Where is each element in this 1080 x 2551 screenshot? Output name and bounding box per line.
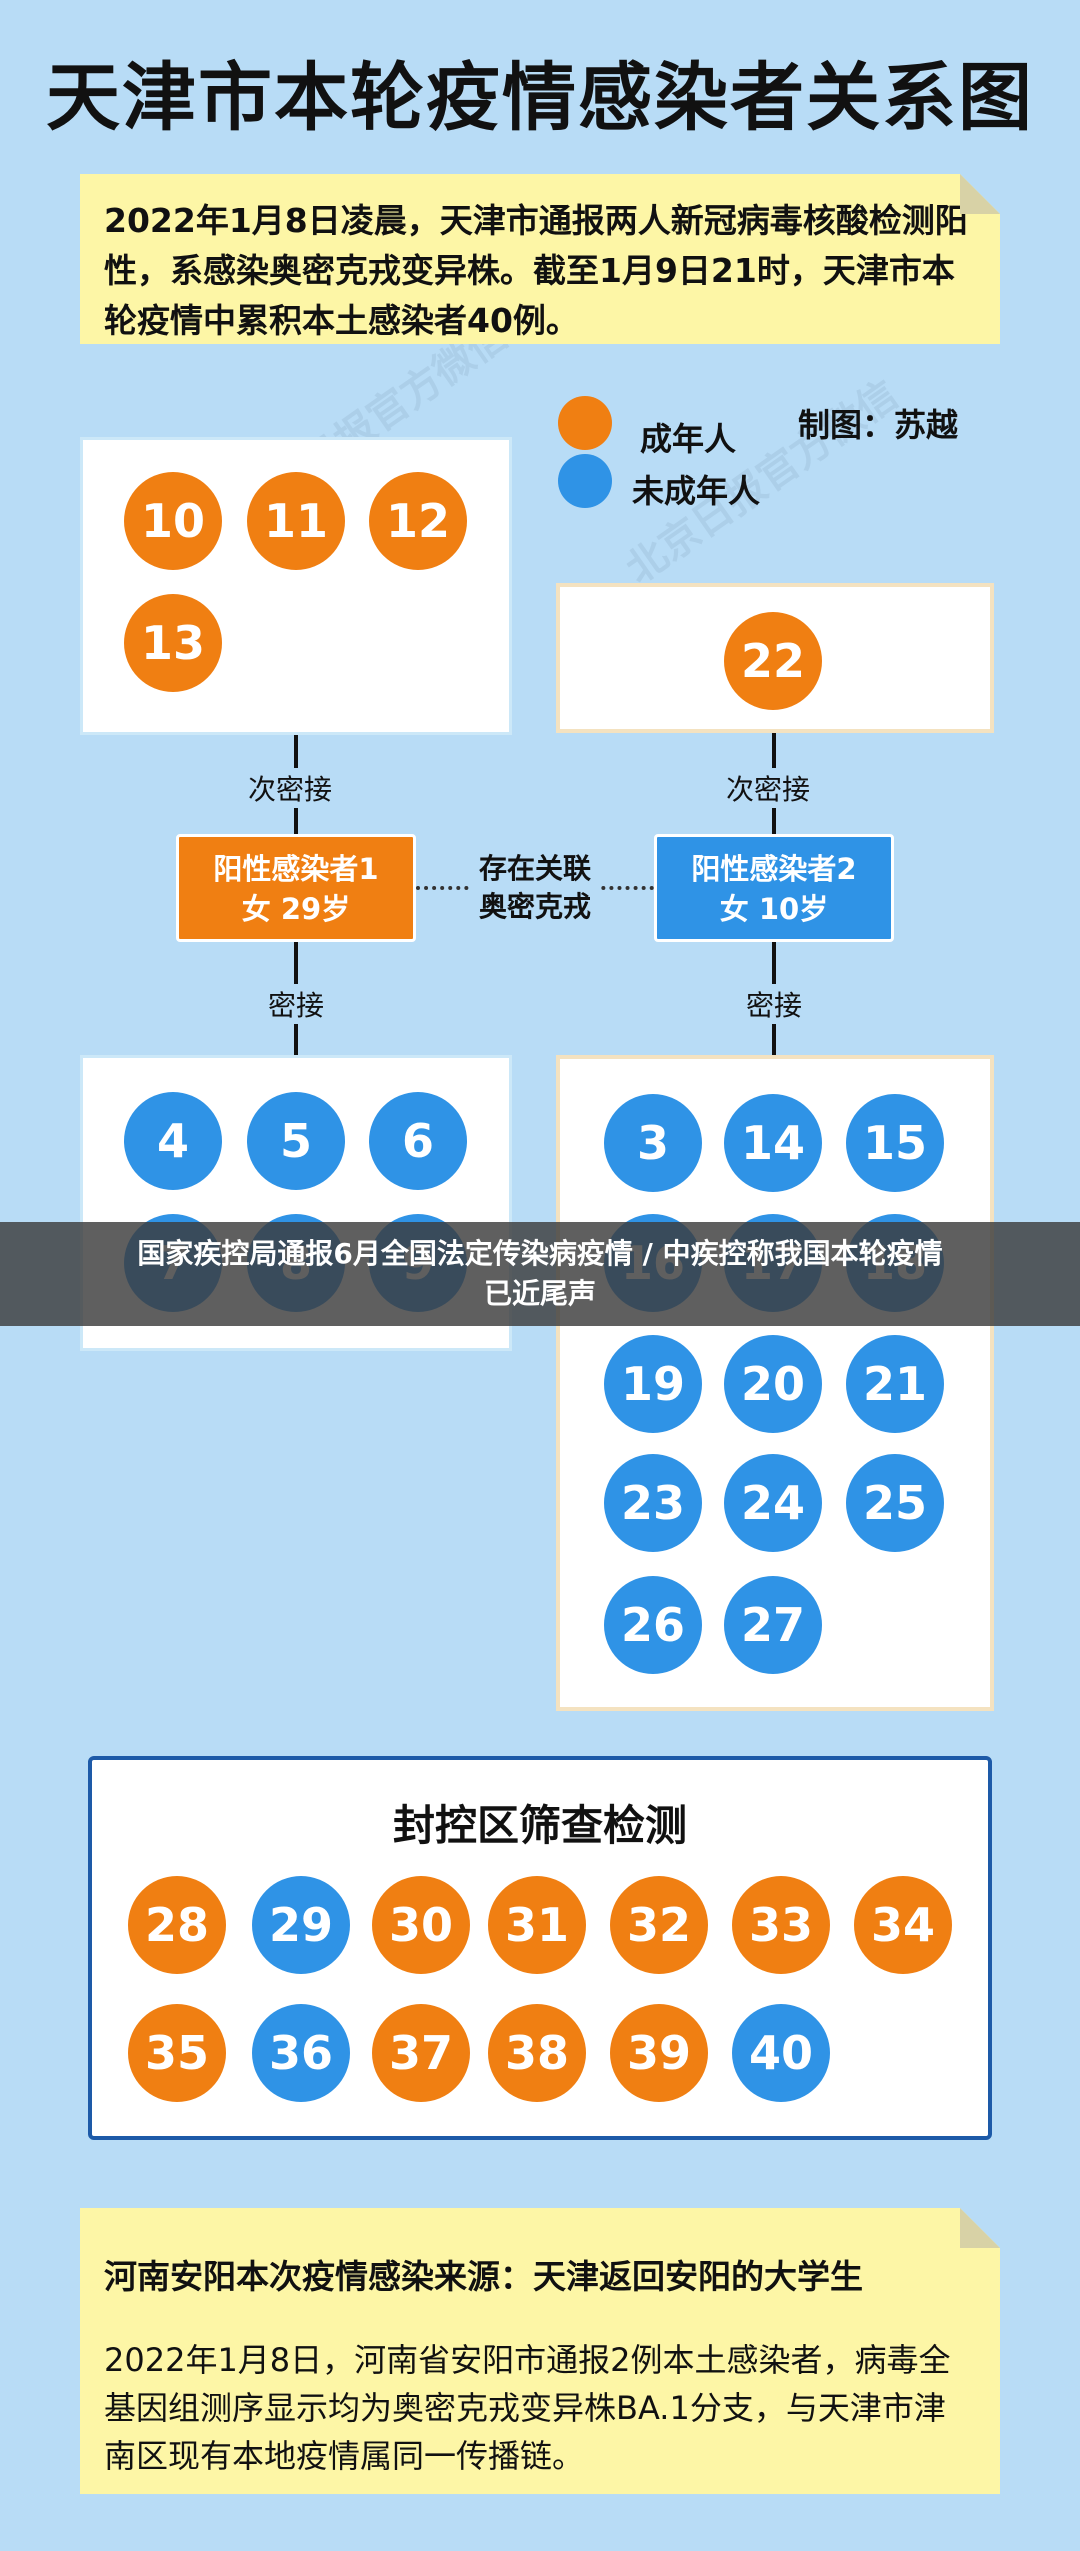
case-circle: 5 bbox=[247, 1092, 345, 1190]
case-circle: 29 bbox=[252, 1876, 350, 1974]
case-circle: 34 bbox=[854, 1876, 952, 1974]
credit-label: 制图：苏越 bbox=[798, 406, 959, 444]
case1-title: 阳性感染者1 bbox=[213, 852, 379, 886]
case-circle: 33 bbox=[732, 1876, 830, 1974]
secondary-contact-label: 次密接 bbox=[242, 768, 339, 808]
case-circle: 3 bbox=[604, 1094, 702, 1192]
banner-line1: 国家疾控局通报6月全国法定传染病疫情 / 中疾控称我国本轮疫情 bbox=[137, 1237, 943, 1270]
page-title: 天津市本轮疫情感染者关系图 bbox=[46, 55, 1034, 141]
screening-title: 封控区筛查检测 bbox=[392, 1801, 687, 1850]
case-circle: 37 bbox=[372, 2004, 470, 2102]
case-circle: 10 bbox=[124, 472, 222, 570]
case-circle: 6 bbox=[369, 1092, 467, 1190]
case-circle: 23 bbox=[604, 1454, 702, 1552]
case-circle: 31 bbox=[488, 1876, 586, 1974]
close-contact-label: 密接 bbox=[262, 984, 331, 1024]
case-circle: 24 bbox=[724, 1454, 822, 1552]
source-heading: 河南安阳本次疫情感染来源：天津返回安阳的大学生 bbox=[104, 2257, 863, 2296]
secondary-contact-label: 次密接 bbox=[720, 768, 817, 808]
banner-line2: 已近尾声 bbox=[483, 1277, 596, 1310]
close-contact-label: 密接 bbox=[740, 984, 809, 1024]
case1-box: 阳性感染者1 女 29岁 bbox=[176, 834, 416, 942]
link-line2: 奥密克戎 bbox=[478, 890, 591, 923]
source-body: 2022年1月8日，河南省安阳市通报2例本土感染者，病毒全基因组测序显示均为奥密… bbox=[104, 2341, 951, 2475]
case-circle: 38 bbox=[488, 2004, 586, 2102]
intro-note: 2022年1月8日凌晨，天津市通报两人新冠病毒核酸检测阳性，系感染奥密克戎变异株… bbox=[80, 174, 1000, 344]
case-circle: 26 bbox=[604, 1576, 702, 1674]
case-circle: 28 bbox=[128, 1876, 226, 1974]
note-fold bbox=[960, 174, 1000, 214]
adult-legend-label: 成年人 bbox=[640, 420, 737, 458]
case-circle: 39 bbox=[610, 2004, 708, 2102]
case-circle: 4 bbox=[124, 1092, 222, 1190]
case1-detail: 女 29岁 bbox=[241, 892, 351, 926]
source-note: 河南安阳本次疫情感染来源：天津返回安阳的大学生 2022年1月8日，河南省安阳市… bbox=[80, 2208, 1000, 2494]
case-circle: 32 bbox=[610, 1876, 708, 1974]
case2-detail: 女 10岁 bbox=[719, 892, 829, 926]
minor-legend-label: 未成年人 bbox=[632, 472, 761, 510]
case2-box: 阳性感染者2 女 10岁 bbox=[654, 834, 894, 942]
case-circle: 22 bbox=[724, 612, 822, 710]
case-circle: 30 bbox=[372, 1876, 470, 1974]
link-label: 存在关联 奥密克戎 bbox=[470, 850, 600, 926]
case-circle: 35 bbox=[128, 2004, 226, 2102]
case-circle: 14 bbox=[724, 1094, 822, 1192]
case-circle: 40 bbox=[732, 2004, 830, 2102]
minor-legend-dot bbox=[558, 454, 612, 508]
link-line1: 存在关联 bbox=[478, 852, 591, 885]
case-circle: 36 bbox=[252, 2004, 350, 2102]
note-fold bbox=[960, 2208, 1000, 2248]
adult-legend-dot bbox=[558, 396, 612, 450]
case-circle: 25 bbox=[846, 1454, 944, 1552]
case-circle: 15 bbox=[846, 1094, 944, 1192]
case-circle: 20 bbox=[724, 1335, 822, 1433]
news-banner[interactable]: 国家疾控局通报6月全国法定传染病疫情 / 中疾控称我国本轮疫情 已近尾声 bbox=[0, 1222, 1080, 1326]
case-circle: 11 bbox=[247, 472, 345, 570]
case-circle: 21 bbox=[846, 1335, 944, 1433]
case2-title: 阳性感染者2 bbox=[691, 852, 857, 886]
case-circle: 27 bbox=[724, 1576, 822, 1674]
case-circle: 19 bbox=[604, 1335, 702, 1433]
case-circle: 12 bbox=[369, 472, 467, 570]
case-circle: 13 bbox=[124, 594, 222, 692]
